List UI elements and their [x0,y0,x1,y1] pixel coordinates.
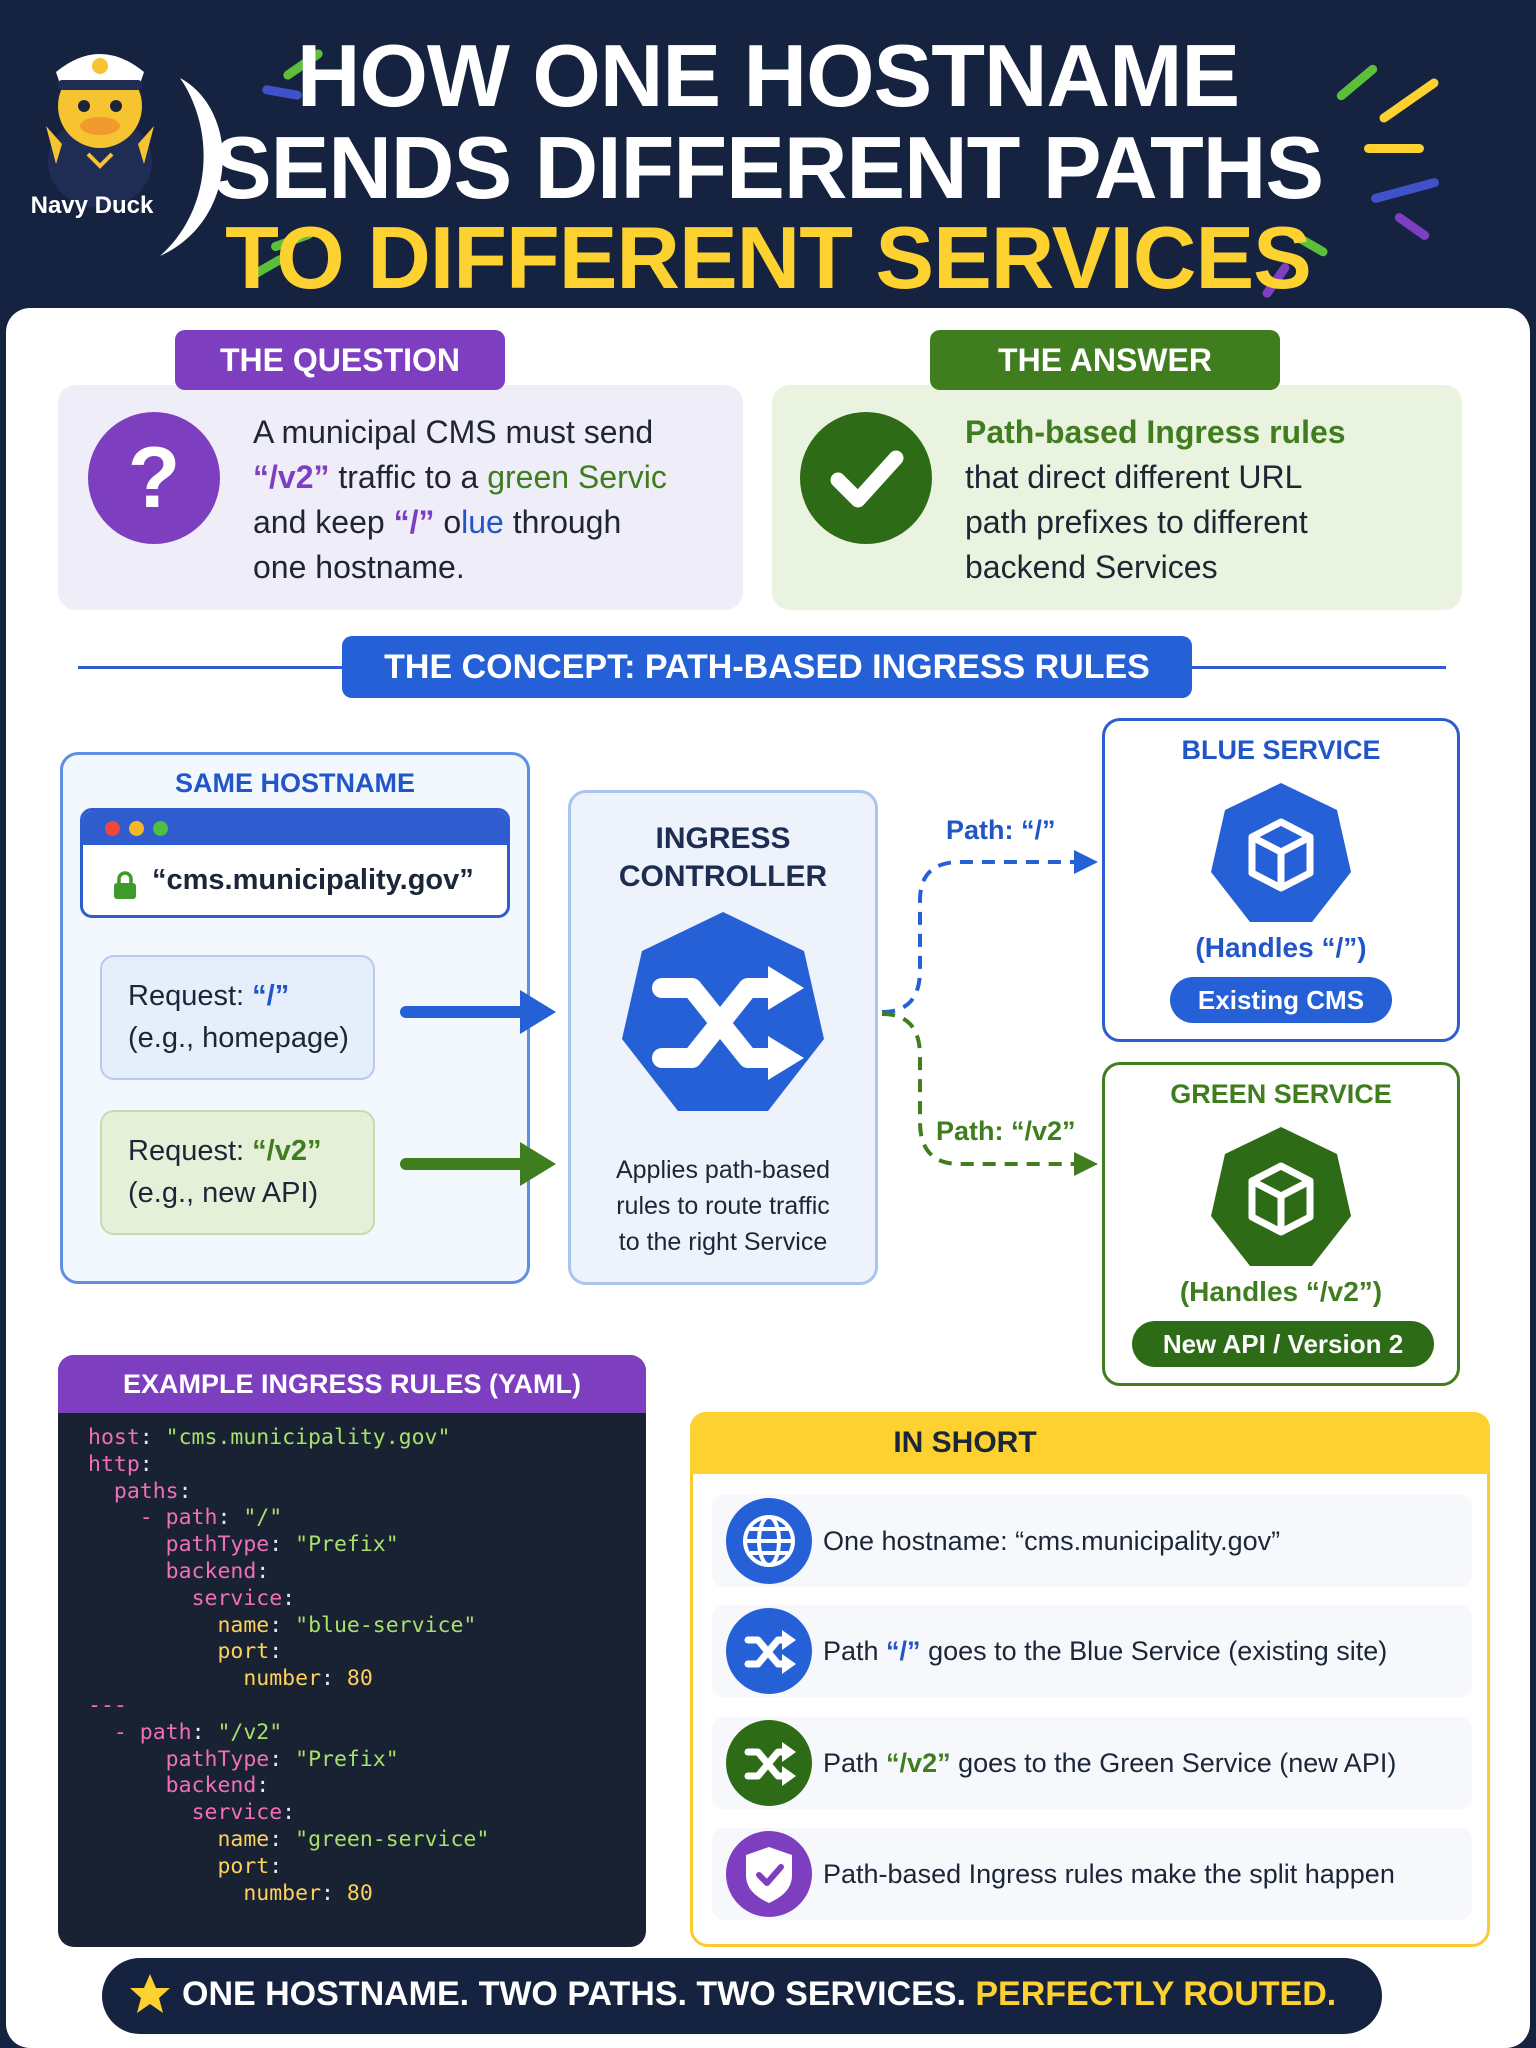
mascot-label: Navy Duck [30,192,154,219]
title-line-1: HOW ONE HOSTNAME [296,26,1240,125]
cube-icon [1211,1127,1351,1266]
in-short-item-text: One hostname: “cms.municipality.gov” [823,1526,1281,1556]
request-v2-text: Request: “/v2” (e.g., new API) [128,1135,322,1209]
yaml-line: --- [88,1692,127,1718]
question-text: A municipal CMS must send “/v2” traffic … [253,414,667,585]
header [0,0,1536,310]
yaml-example-heading: EXAMPLE INGRESS RULES (YAML) [58,1355,646,1413]
yaml-line: name: "blue-service" [217,1612,477,1638]
footer-banner [102,1958,1382,2034]
in-short-item-text: Path-based Ingress rules make the split … [823,1859,1395,1889]
in-short-item [712,1828,1472,1920]
in-short-item [712,1717,1472,1809]
yaml-line: - path: "/" [139,1505,283,1531]
yaml-line: name: "green-service" [217,1826,490,1852]
browser-maximize-dot [153,821,168,836]
yaml-line: host: "cms.municipality.gov" [88,1425,451,1450]
cube-icon [1211,783,1351,922]
in-short-item-text: Path “/” goes to the Blue Service (exist… [823,1636,1388,1666]
yaml-line: - path: "/v2" [113,1719,283,1745]
yaml-line: service: [191,1800,296,1826]
in-short-title: IN SHORT [893,1426,1037,1459]
yaml-line: port: [217,1639,283,1665]
in-short-item [712,1605,1472,1697]
yaml-line: port: [217,1853,283,1879]
in-short-header [690,1412,1490,1474]
yaml-line: number: 80 [243,1666,373,1692]
header-decoration [0,0,1536,300]
star-icon [130,1974,170,2013]
request-v2-box [100,1110,375,1235]
green-path-label: Path: “/v2” [936,1116,1076,1146]
question-pill: THE QUESTION [175,330,505,390]
yaml-line: backend: [165,1773,270,1799]
blue-service-box [1102,718,1460,1042]
yaml-line: http: [88,1451,153,1477]
yaml-line: number: 80 [243,1880,373,1906]
title-line-2: SENDS DIFFERENT PATHS [212,118,1324,217]
blue-service-pill: Existing CMS [1170,977,1392,1023]
concept-title: THE CONCEPT: PATH-BASED INGRESS RULES [342,636,1192,698]
green-service-pill: New API / Version 2 [1132,1321,1434,1367]
request-root-box [100,955,375,1080]
lock-icon [114,871,136,899]
ingress-controller-description: Applies path-based rules to route traffi… [615,1156,831,1256]
browser-window [80,808,510,918]
yaml-line: service: [191,1585,296,1611]
checkmark-icon [800,412,932,544]
yaml-line: backend: [165,1558,270,1584]
shuffle-icon [726,1720,812,1806]
footer-text: ONE HOSTNAME. TWO PATHS. TWO SERVICES. P… [182,1975,1337,2013]
title-line-3: TO DIFFERENT SERVICES [225,208,1312,307]
shield-check-icon [726,1831,812,1917]
yaml-code-block: host: "cms.municipality.gov"http: paths:… [88,1425,489,1907]
shuffle-icon [726,1608,812,1694]
answer-pill: THE ANSWER [930,330,1280,390]
hostname-url: “cms.municipality.gov” [152,864,474,896]
globe-icon [726,1498,812,1584]
yaml-line: pathType: "Prefix" [165,1532,399,1558]
in-short-item [712,1495,1472,1587]
yaml-example-box [58,1355,646,1947]
ingress-controller-heading: INGRESS CONTROLLER [618,822,828,893]
yaml-line: pathType: "Prefix" [165,1746,399,1772]
browser-minimize-dot [129,821,144,836]
blue-path-label: Path: “/” [946,815,1056,845]
same-hostname-heading: SAME HOSTNAME [174,768,415,798]
navy-duck-mascot-icon [46,54,154,208]
shuffle-icon [622,912,824,1111]
question-mark-icon: ? [88,412,220,544]
blue-service-heading: BLUE SERVICE [1181,735,1381,765]
browser-close-dot [105,821,120,836]
browser-titlebar [83,811,507,845]
yaml-line: paths: [113,1478,192,1504]
answer-text: Path-based Ingress rules that direct dif… [965,414,1346,585]
green-service-heading: GREEN SERVICE [1170,1079,1392,1109]
blue-service-handles: (Handles “/”) [1195,932,1367,963]
crescent-moon-icon [160,78,223,256]
green-service-handles: (Handles “/v2”) [1179,1276,1383,1307]
request-root-text: Request: “/” (e.g., homepage) [128,980,349,1054]
in-short-item-text: Path “/v2” goes to the Green Service (ne… [823,1748,1397,1778]
